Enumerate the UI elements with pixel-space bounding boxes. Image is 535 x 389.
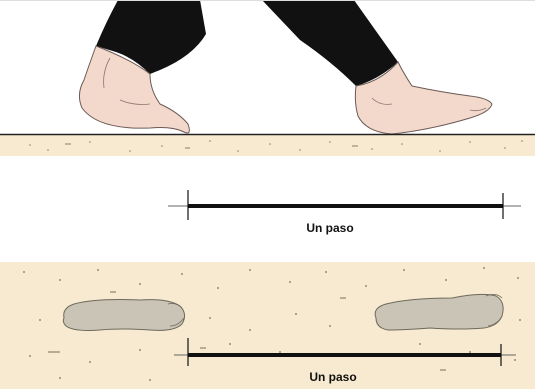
step-label-top: Un paso <box>300 221 360 235</box>
step-measure-top <box>168 190 521 220</box>
footprint-left <box>63 300 184 331</box>
ground-strip-top <box>0 134 535 156</box>
walking-figure <box>79 0 492 134</box>
front-trouser-leg <box>262 0 398 86</box>
step-label-bottom: Un paso <box>303 370 363 384</box>
